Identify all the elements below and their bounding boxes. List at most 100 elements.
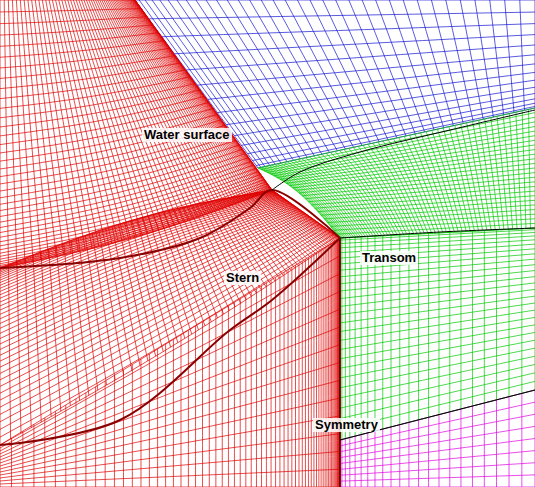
block-boundary [340, 390, 535, 440]
grid-line [0, 195, 279, 286]
grid-line [238, 0, 329, 153]
grid-line [0, 8, 141, 11]
grid-line [135, 0, 535, 1]
grid-line [340, 325, 535, 359]
grid-line [174, 35, 535, 54]
grid-line [340, 373, 535, 419]
grid-line [296, 163, 535, 190]
grid-line [271, 126, 535, 174]
grid-line [340, 228, 535, 238]
grid-line [349, 237, 350, 437]
symmetry-grid [340, 390, 535, 487]
grid-line [389, 0, 434, 130]
grid-line [0, 212, 303, 349]
grid-line [340, 332, 535, 368]
grid-line [274, 131, 535, 176]
grid-line [438, 233, 439, 415]
grid-line [162, 24, 535, 37]
grid-line [341, 238, 342, 440]
stern-grid-middle [0, 190, 340, 445]
grid-line [315, 191, 535, 208]
block-boundary [272, 110, 535, 190]
grid-line [437, 129, 466, 231]
grid-line [0, 135, 233, 191]
block-boundaries [0, 110, 535, 487]
grid-line [0, 209, 299, 338]
grid-line [340, 463, 535, 476]
grid-line [0, 77, 190, 109]
grid-line [339, 238, 340, 487]
grid-line [0, 469, 340, 484]
grid-line [305, 177, 535, 198]
grid-line [403, 0, 444, 128]
grid-line [28, 0, 56, 257]
grid-line [340, 277, 535, 299]
grid-line [340, 475, 535, 481]
grid-line [355, 237, 356, 436]
grid-line [318, 196, 535, 212]
grid-line [484, 231, 485, 403]
grid-line [361, 237, 362, 435]
grid-line [217, 72, 535, 112]
grid-line [449, 232, 450, 411]
grid-line [509, 229, 510, 396]
grid-line [297, 0, 370, 144]
grid-line [197, 55, 535, 85]
grid-line [310, 0, 379, 142]
grid-line [340, 364, 535, 408]
grid-line [0, 184, 267, 259]
grid-line [520, 0, 525, 110]
block-boundary [0, 190, 340, 268]
grid-line [340, 340, 535, 378]
grid-line [0, 70, 185, 99]
grid-line [149, 12, 535, 19]
grid-line [0, 191, 274, 272]
grid-line [0, 90, 200, 127]
block-boundary [0, 238, 340, 445]
grid-line [473, 122, 491, 231]
grid-line [340, 283, 535, 307]
grid-line [340, 390, 535, 440]
grid-line [374, 236, 375, 431]
grid-line [234, 87, 535, 135]
grid-line [280, 140, 535, 179]
block-boundary [340, 238, 341, 487]
grid-line [0, 149, 243, 210]
grid-line [0, 17, 147, 24]
block-boundary [340, 228, 535, 238]
grid-line [340, 238, 341, 487]
grid-line [0, 222, 318, 386]
grid-line [340, 271, 535, 291]
grid-line [321, 200, 535, 215]
grid-line [135, 0, 272, 190]
grid-line [0, 214, 306, 356]
grid-line [340, 310, 535, 340]
grid-line [490, 0, 504, 115]
grid-line [340, 451, 535, 470]
grid-line [264, 117, 535, 171]
grid-line [0, 363, 340, 467]
grid-line [0, 291, 340, 454]
grid-line [339, 238, 340, 487]
grid-line [277, 136, 535, 178]
grid-line [340, 356, 535, 398]
grid-line [312, 186, 535, 204]
grid-line [324, 205, 535, 219]
grid-line [0, 0, 135, 1]
region-label: Symmetry [313, 418, 380, 432]
grid-line [308, 182, 535, 202]
grid-line [0, 56, 175, 79]
region-label: Water surface [142, 128, 232, 142]
grid-line [404, 136, 443, 232]
region-label: Stern [224, 271, 261, 285]
grid-line [460, 232, 461, 409]
grid-line [496, 230, 497, 400]
grid-line [250, 0, 338, 151]
grid-line [0, 25, 153, 35]
grid-line [261, 0, 345, 149]
grid-line [208, 64, 535, 99]
grid-line [505, 0, 514, 113]
